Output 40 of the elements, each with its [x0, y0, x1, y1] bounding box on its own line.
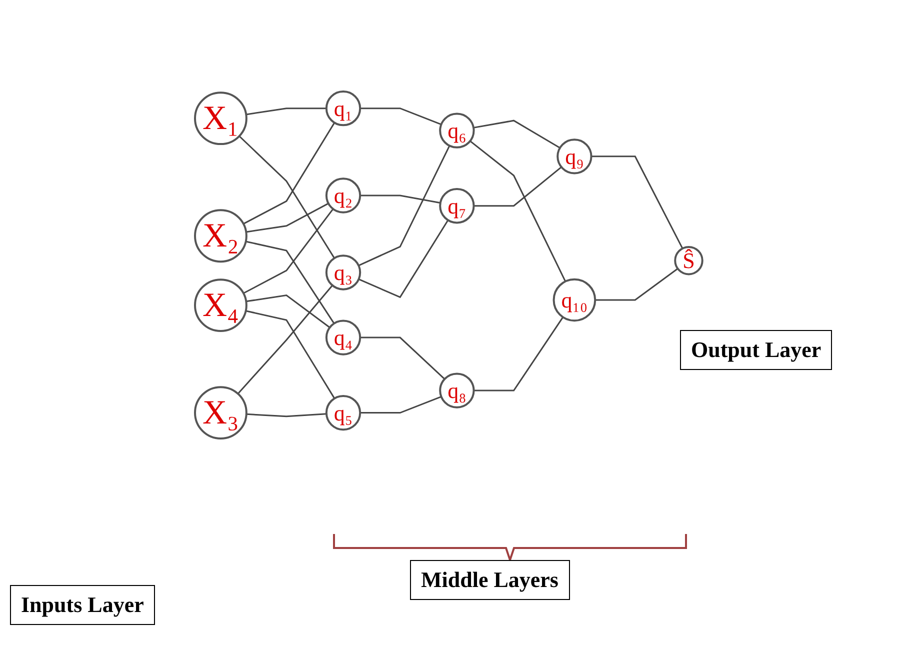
layer-label: Middle Layers: [410, 560, 570, 600]
node-circle: q₅: [326, 394, 362, 431]
connector: [243, 122, 336, 224]
node-circle: q₁: [326, 90, 362, 126]
node-circle: q₉: [556, 138, 593, 174]
connector: [246, 240, 335, 324]
connector: [474, 120, 561, 149]
connector: [246, 310, 336, 399]
connector: [360, 108, 442, 126]
node-circle: X₂: [194, 209, 248, 263]
connector: [243, 208, 334, 294]
connector: [238, 284, 334, 394]
layer-label: Output Layer: [680, 330, 832, 370]
node-circle: X₁: [194, 92, 248, 146]
connector: [595, 268, 679, 301]
connector: [358, 220, 449, 298]
connector: [246, 413, 327, 418]
connector: [239, 136, 336, 259]
connector: [592, 156, 684, 249]
node-circle: q₁₀: [553, 278, 596, 322]
connector: [360, 396, 442, 414]
node-circle: q₃: [326, 254, 362, 290]
node-circle: X₃: [194, 386, 248, 440]
connector: [246, 108, 327, 116]
connector: [474, 316, 564, 392]
node-circle: q₇: [439, 188, 476, 224]
connector: [470, 140, 566, 282]
node-circle: q₂: [326, 178, 362, 214]
connector: [246, 202, 330, 233]
connector: [360, 336, 446, 380]
connector: [358, 145, 450, 266]
connector: [474, 166, 562, 207]
node-circle: X₄: [194, 278, 248, 332]
node-circle: q₄: [326, 320, 362, 356]
node-circle: q₈: [439, 372, 476, 408]
connector: [246, 294, 330, 328]
node-circle: q₆: [439, 112, 476, 148]
node-circle: Ŝ: [674, 246, 704, 276]
layer-label: Inputs Layer: [10, 585, 155, 625]
connector: [360, 194, 441, 204]
